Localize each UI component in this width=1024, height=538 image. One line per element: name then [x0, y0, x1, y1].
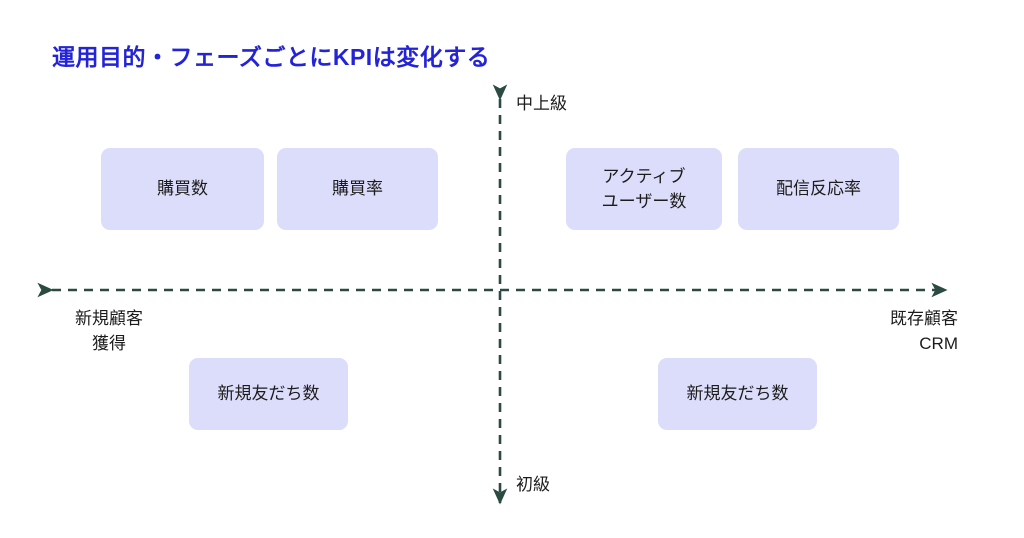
kpi-card-label-line2: ユーザー数	[601, 192, 687, 211]
kpi-card-label: 購買率	[332, 179, 383, 199]
kpi-card-active-users[interactable]: アクティブ ユーザー数	[566, 148, 722, 230]
kpi-card-label-group: アクティブ ユーザー数	[602, 164, 687, 215]
kpi-card-new-friends-right[interactable]: 新規友だち数	[658, 358, 817, 430]
kpi-card-purchase-count[interactable]: 購買数	[101, 148, 264, 230]
axis-label-horizontal-right-line2: CRM	[919, 333, 958, 353]
axis-label-horizontal-left-line1: 新規顧客	[75, 309, 143, 328]
page-title: 運用目的・フェーズごとにKPIは変化する	[52, 44, 491, 70]
kpi-card-label: 新規友だち数	[686, 384, 789, 404]
axis-label-vertical-top: 中上級	[516, 94, 567, 113]
axis-label-horizontal-left-line2: 獲得	[92, 333, 126, 353]
kpi-card-label: 配信反応率	[776, 179, 861, 199]
kpi-card-label-line1: アクティブ	[602, 166, 686, 186]
kpi-card-label: 購買数	[157, 179, 208, 199]
axis-label-vertical-bottom: 初級	[516, 475, 550, 494]
axis-label-horizontal-right-line1: 既存顧客	[890, 309, 958, 328]
kpi-card-purchase-rate[interactable]: 購買率	[277, 148, 438, 230]
kpi-card-delivery-response-rate[interactable]: 配信反応率	[738, 148, 899, 230]
kpi-card-label: 新規友だち数	[217, 384, 320, 404]
axis-label-horizontal-left: 新規顧客 獲得	[44, 307, 174, 356]
axis-label-horizontal-right: 既存顧客 CRM	[818, 307, 958, 356]
kpi-card-new-friends-left[interactable]: 新規友だち数	[189, 358, 348, 430]
